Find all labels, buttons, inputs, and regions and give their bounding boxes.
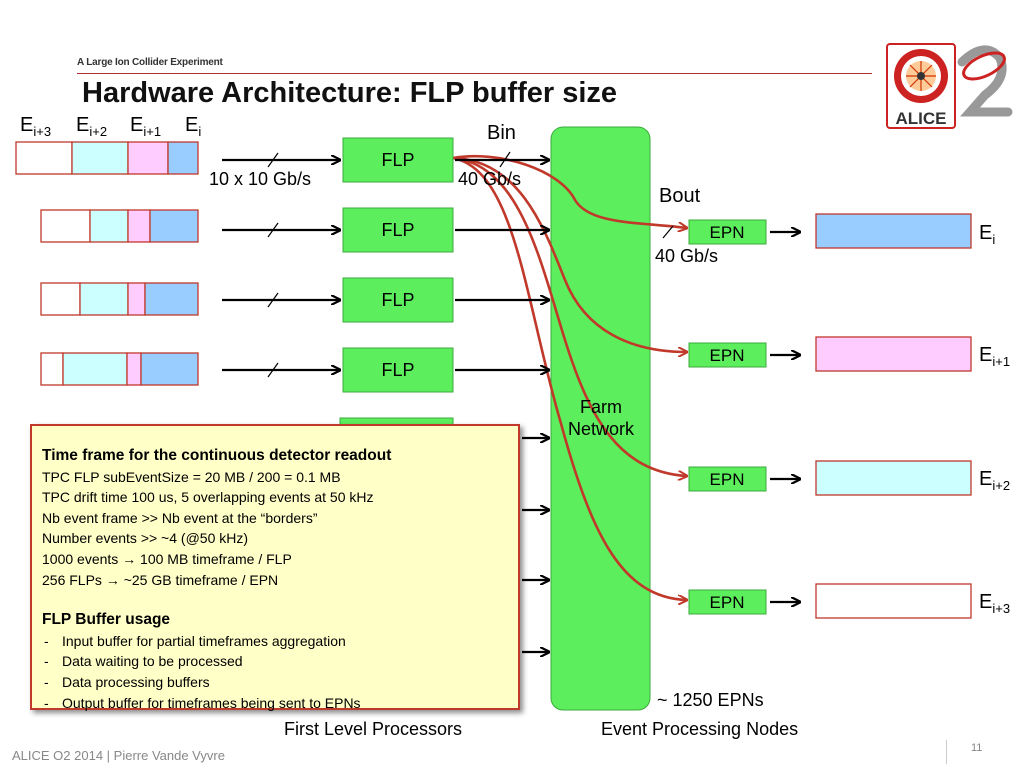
event-label-i3: Ei+3 bbox=[20, 114, 52, 139]
buffer-usage-item: Input buffer for partial timeframes aggr… bbox=[42, 631, 508, 652]
link-slash-mark bbox=[267, 292, 279, 308]
buffer-segment bbox=[144, 282, 199, 316]
buffer-segment bbox=[62, 352, 128, 386]
buffer-segment bbox=[127, 209, 151, 243]
buffer-segment bbox=[126, 352, 142, 386]
buffer-segment bbox=[40, 352, 64, 386]
buffer-segment bbox=[40, 282, 81, 316]
epn-box bbox=[688, 342, 767, 368]
input-buffer bbox=[40, 352, 199, 386]
output-buffer bbox=[815, 583, 972, 619]
note-line: TPC drift time 100 us, 5 overlapping eve… bbox=[42, 489, 374, 506]
data-flow-line bbox=[452, 154, 687, 228]
output-buffer bbox=[815, 460, 972, 496]
buffer-usage-item: Data waiting to be processed bbox=[42, 651, 508, 672]
epn-box bbox=[688, 589, 767, 615]
buffer-segment bbox=[140, 352, 199, 386]
buffer-segment bbox=[89, 209, 129, 243]
buffer-segment bbox=[71, 141, 129, 175]
buffer-segment bbox=[79, 282, 129, 316]
input-rate-label: 10 x 10 Gb/s bbox=[209, 169, 312, 189]
timeframe-note: Time frame for the continuous detector r… bbox=[30, 424, 520, 713]
flp-box bbox=[342, 207, 454, 253]
buffer-segment bbox=[167, 141, 199, 175]
link-slash-mark bbox=[267, 152, 279, 168]
link-slash-mark bbox=[267, 362, 279, 378]
flp-box bbox=[342, 347, 454, 393]
footer-divider bbox=[946, 740, 947, 764]
output-event-label-i3: Ei+3 bbox=[979, 591, 1011, 616]
flp-label: FLP bbox=[381, 220, 414, 240]
farm-network-label: Farm Network bbox=[567, 397, 634, 439]
bin-rate-label: 40 Gb/s bbox=[458, 169, 522, 189]
note-line: 1000 events → 100 MB timeframe / FLP bbox=[42, 550, 292, 567]
note-heading-timeframe: Time frame for the continuous detector r… bbox=[42, 447, 392, 464]
epn-label: EPN bbox=[710, 593, 745, 612]
alice-logo-icon: ALICE bbox=[886, 43, 1013, 129]
buffer-segment bbox=[15, 141, 73, 175]
event-label-i1: Ei+1 bbox=[130, 114, 162, 139]
flp-label: FLP bbox=[381, 150, 414, 170]
note-heading-buffer: FLP Buffer usage bbox=[42, 611, 171, 629]
bin-label: Bin bbox=[487, 122, 516, 144]
note-line: Nb event frame >> Nb event at the “borde… bbox=[42, 509, 318, 526]
flp-box bbox=[342, 137, 454, 183]
epn-label: EPN bbox=[710, 470, 745, 489]
event-label-i: Ei bbox=[185, 114, 202, 139]
flp-box bbox=[342, 277, 454, 323]
buffer-usage-item: Output buffer for timeframes being sent … bbox=[42, 693, 508, 714]
buffer-segment bbox=[127, 282, 146, 316]
output-event-label-i1: Ei+1 bbox=[979, 344, 1011, 369]
link-slash-mark bbox=[499, 151, 511, 168]
buffer-usage-item: Data processing buffers bbox=[42, 672, 508, 693]
output-event-label-i: Ei bbox=[979, 222, 996, 247]
note-line: 256 FLPs → ~25 GB timeframe / EPN bbox=[42, 571, 279, 588]
link-slash-mark bbox=[662, 225, 674, 239]
epn-box bbox=[688, 466, 767, 492]
input-buffer bbox=[40, 282, 199, 316]
data-flow-line bbox=[452, 156, 687, 600]
input-buffer bbox=[15, 141, 199, 175]
buffer-segment bbox=[127, 141, 169, 175]
epn-box bbox=[688, 219, 767, 245]
epn-label: EPN bbox=[710, 346, 745, 365]
bout-label: Bout bbox=[659, 185, 701, 207]
page-number: 11 bbox=[971, 742, 983, 754]
flp-caption: First Level Processors bbox=[284, 719, 463, 739]
buffer-usage-list: Input buffer for partial timeframes aggr… bbox=[42, 631, 508, 713]
epn-label: EPN bbox=[710, 223, 745, 242]
epn-caption: Event Processing Nodes bbox=[601, 719, 799, 739]
alice-logo-text: ALICE bbox=[896, 109, 947, 128]
flp-label: FLP bbox=[381, 360, 414, 380]
farm-network bbox=[550, 126, 651, 711]
event-label-i2: Ei+2 bbox=[76, 114, 108, 139]
data-flow-line bbox=[452, 156, 687, 476]
page-title: Hardware Architecture: FLP buffer size bbox=[82, 77, 618, 109]
buffer-segment bbox=[149, 209, 199, 243]
epn-count-label: ~ 1250 EPNs bbox=[657, 690, 764, 710]
buffer-segment bbox=[40, 209, 91, 243]
link-slash-mark bbox=[267, 222, 279, 238]
footer-text: ALICE O2 2014 | Pierre Vande Vyvre bbox=[12, 748, 225, 763]
input-buffer bbox=[40, 209, 199, 243]
bout-rate-label: 40 Gb/s bbox=[655, 246, 719, 266]
note-line: TPC FLP subEventSize = 20 MB / 200 = 0.1… bbox=[42, 468, 341, 485]
flp-label: FLP bbox=[381, 290, 414, 310]
output-buffer bbox=[815, 213, 972, 249]
subtitle: A Large Ion Collider Experiment bbox=[77, 57, 223, 68]
title-rule bbox=[77, 73, 872, 74]
output-buffer bbox=[815, 336, 972, 372]
data-flow-line bbox=[452, 156, 687, 352]
note-line: Number events >> ~4 (@50 kHz) bbox=[42, 530, 249, 547]
output-event-label-i2: Ei+2 bbox=[979, 468, 1011, 493]
